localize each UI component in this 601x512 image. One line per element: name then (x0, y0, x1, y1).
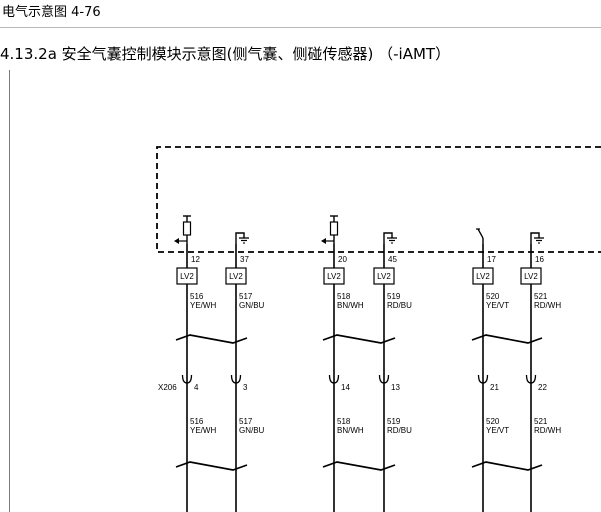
module-pin-label: 45 (388, 255, 397, 264)
lower-wire-color-label: RD/BU (387, 426, 412, 435)
resistor-icon (182, 221, 192, 236)
lv2-box (323, 267, 345, 285)
lower-wire-number-label: 516 (190, 417, 204, 426)
lower-wire-color-label: GN/BU (239, 426, 265, 435)
page-header-title: 电气示意图 4-76 (2, 5, 101, 20)
module-boundary (156, 146, 601, 253)
lower-wire-color-label: BN/WH (337, 426, 364, 435)
wire-number-label: 521 (534, 292, 548, 301)
lower-wire-number-label: 517 (239, 417, 253, 426)
connector-pin-label: 22 (538, 383, 547, 392)
twisted-pair-1-1 (175, 334, 248, 344)
resistor-icon (329, 221, 339, 236)
lv2-box-label: LV2 (229, 272, 243, 281)
ground-lead (383, 232, 393, 244)
module-pin-label: 37 (240, 255, 249, 264)
arrow-left-icon (321, 238, 326, 244)
connector-pin-label: 3 (243, 383, 248, 392)
wire-number-label: 520 (486, 292, 500, 301)
twisted-pair-2-2 (322, 461, 396, 471)
twisted-pair-1-2 (175, 461, 248, 471)
lv2-box-label: LV2 (524, 272, 538, 281)
module-pin-label: 17 (487, 255, 496, 264)
lower-wire-number-label: 518 (337, 417, 351, 426)
lower-wire-number-label: 519 (387, 417, 401, 426)
module-pin-label: 12 (191, 255, 200, 264)
twisted-pair-2-1 (322, 334, 396, 344)
lower-wire-color-label: RD/WH (534, 426, 561, 435)
lv2-box-label: LV2 (180, 272, 194, 281)
wire-color-label: YE/VT (486, 301, 509, 310)
module-pin-label: 16 (535, 255, 544, 264)
wire-color-label: BN/WH (337, 301, 364, 310)
wire-number-label: 518 (337, 292, 351, 301)
wire-number-label: 517 (239, 292, 253, 301)
lower-wire-number-label: 521 (534, 417, 548, 426)
connector-pin-label: 21 (490, 383, 499, 392)
lv2-box (373, 267, 395, 285)
twisted-pair-3-2 (471, 461, 543, 471)
ground-lead (530, 232, 540, 244)
lower-wire-color-label: YE/VT (486, 426, 509, 435)
connector-pin-icon (181, 374, 193, 384)
wire-color-label: RD/BU (387, 301, 412, 310)
section-title: 4.13.2a 安全气囊控制模块示意图(侧气囊、侧碰传感器) （-iAMT） (0, 45, 451, 63)
lv2-box (225, 267, 247, 285)
page-header: 电气示意图 4-76 (0, 0, 601, 28)
module-pin-label: 20 (338, 255, 347, 264)
arrow-left-icon (174, 238, 179, 244)
wire-color-label: RD/WH (534, 301, 561, 310)
wire-color-label: YE/WH (190, 301, 216, 310)
lv2-box-label: LV2 (476, 272, 490, 281)
connector-name: X206 (158, 383, 177, 392)
connector-pin-label: 14 (341, 383, 350, 392)
connector-pin-icon (328, 374, 340, 384)
twisted-pair-3-1 (471, 334, 543, 344)
connector-pin-label: 4 (194, 383, 199, 392)
switch-icon (477, 228, 484, 239)
ground-lead (235, 232, 245, 244)
lv2-box (520, 267, 542, 285)
lv2-box (472, 267, 494, 285)
wire-number-label: 519 (387, 292, 401, 301)
connector-pin-icon (477, 374, 489, 384)
connector-pin-icon (525, 374, 537, 384)
page-left-border (9, 70, 10, 512)
lv2-box (176, 267, 198, 285)
lower-wire-color-label: YE/WH (190, 426, 216, 435)
connector-pin-icon (230, 374, 242, 384)
lower-wire-number-label: 520 (486, 417, 500, 426)
lv2-box-label: LV2 (327, 272, 341, 281)
wire-number-label: 516 (190, 292, 204, 301)
wire-color-label: GN/BU (239, 301, 265, 310)
connector-pin-label: 13 (391, 383, 400, 392)
connector-pin-icon (378, 374, 390, 384)
lv2-box-label: LV2 (377, 272, 391, 281)
circuits-layer: 12LV2516YE/WH4516YE/WH37LV2517GN/BU3517G… (174, 215, 561, 512)
